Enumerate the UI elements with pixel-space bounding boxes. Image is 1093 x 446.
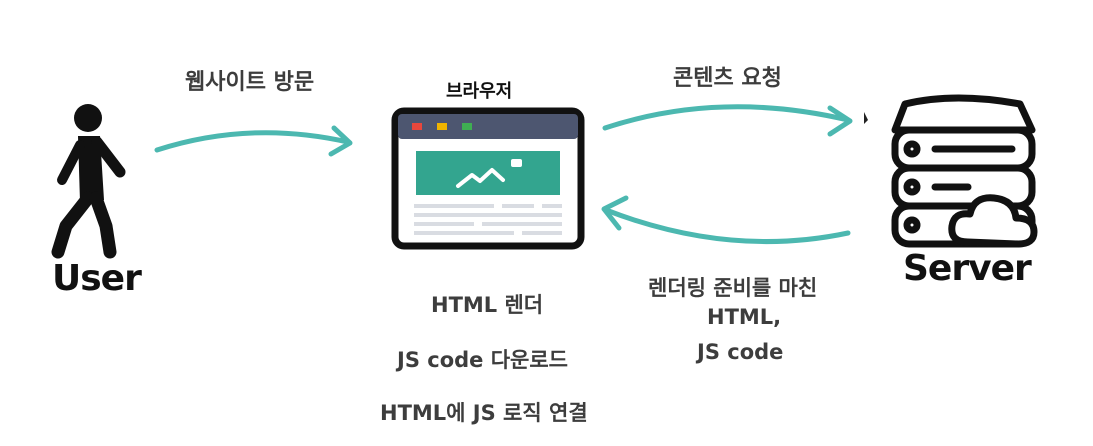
browser-step-3: HTML에 JS 로직 연결 [380, 401, 588, 425]
user-label: User [52, 258, 142, 299]
visit-label: 웹사이트 방문 [185, 70, 315, 95]
close-dot [412, 123, 422, 130]
browser-step-2: JS code 다운로드 [397, 348, 568, 372]
response-line-2: HTML, [707, 305, 782, 329]
visit-arrow [154, 125, 353, 157]
browser-window-icon [391, 107, 585, 250]
browser-title: 브라우저 [446, 81, 513, 102]
response-arrow [601, 195, 851, 244]
server-label: Server [903, 248, 1032, 289]
response-line-1: 렌더링 준비를 마친 [648, 276, 818, 300]
mountain-icon [456, 168, 505, 188]
text-lines [414, 204, 562, 235]
user-walking-icon [51, 104, 126, 259]
sun-icon [511, 159, 522, 167]
minimize-dot [437, 123, 447, 130]
request-label: 콘텐츠 요청 [673, 66, 782, 91]
browser-step-1: HTML 렌더 [431, 293, 544, 317]
server-cloud-icon [891, 94, 1038, 248]
request-arrow [602, 104, 853, 137]
cursor-icon [864, 112, 868, 124]
maximize-dot [462, 123, 472, 130]
response-line-3: JS code [697, 340, 784, 364]
